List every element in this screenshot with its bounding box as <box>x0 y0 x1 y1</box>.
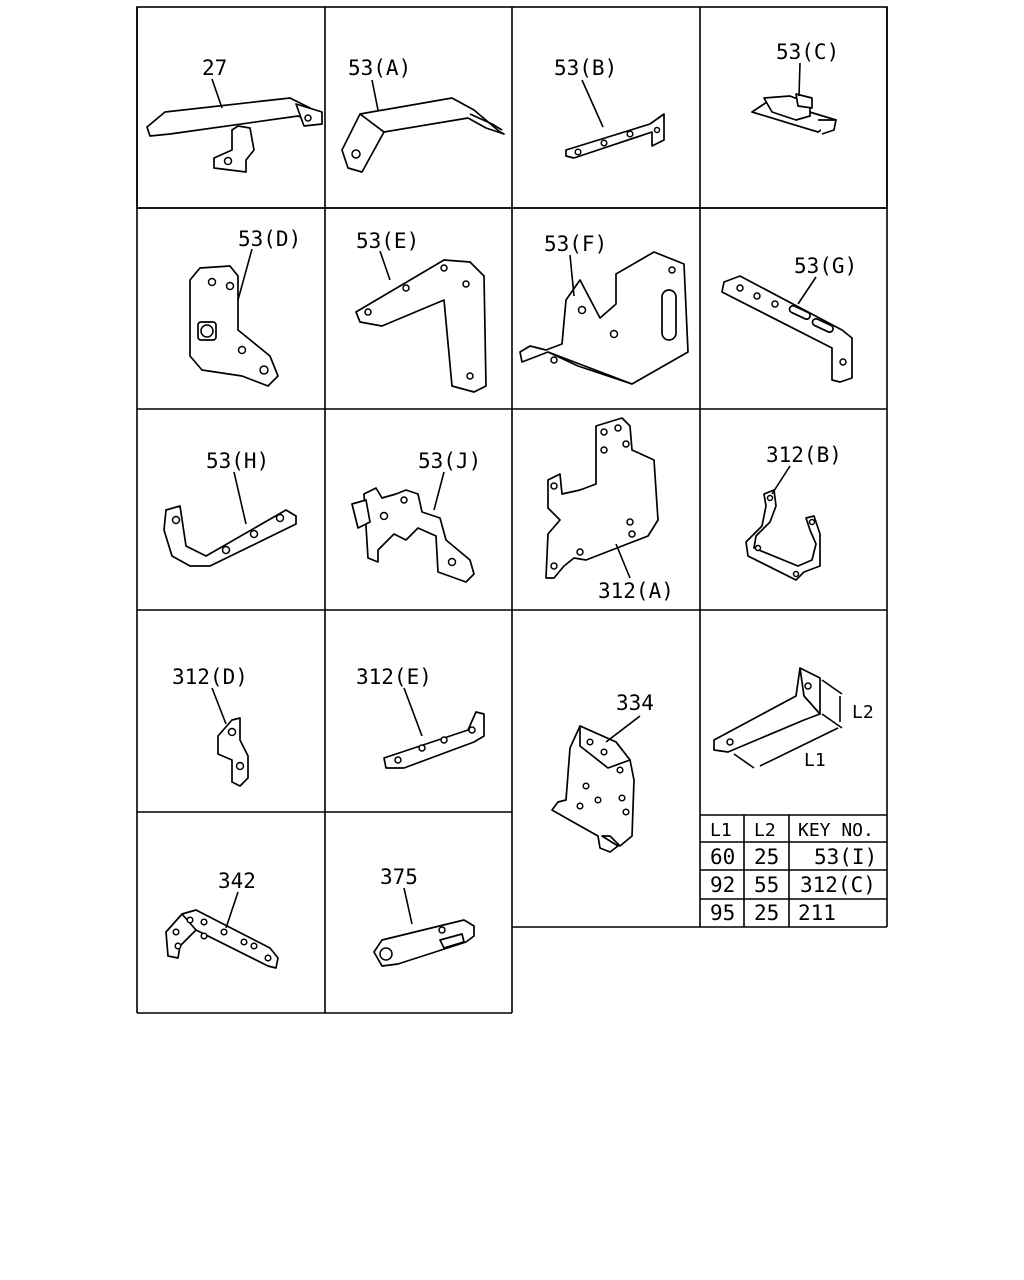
callout-312d: 312(D) <box>172 665 248 689</box>
part-53f: 53(F) <box>519 232 689 385</box>
part-334: 334 <box>551 691 654 853</box>
size-table: L1 L2 KEY NO. 60 25 53(I) 92 55 312(C) 9… <box>700 814 887 927</box>
callout-53j: 53(J) <box>418 449 481 473</box>
part-27: 27 <box>146 56 323 173</box>
size-table-cell: 60 <box>710 845 735 869</box>
size-table-cell: 92 <box>710 873 735 897</box>
part-312b: 312(B) <box>745 443 842 581</box>
part-53h: 53(H) <box>163 449 297 567</box>
size-table-cell: 55 <box>754 873 779 897</box>
dimension-l1: L1 <box>804 750 826 771</box>
size-table-cell: 95 <box>710 901 735 925</box>
size-table-cell: 53(I) <box>814 845 877 869</box>
callout-53c: 53(C) <box>776 40 839 64</box>
part-53c: 53(C) <box>751 40 839 135</box>
callout-312e: 312(E) <box>356 665 432 689</box>
part-53a: 53(A) <box>341 56 505 173</box>
callout-342: 342 <box>218 869 256 893</box>
callout-53f: 53(F) <box>544 232 607 256</box>
part-53d: 53(D) <box>189 227 301 387</box>
callout-53g: 53(G) <box>794 254 857 278</box>
callout-312a: 312(A) <box>598 579 674 603</box>
size-table-cell: 312(C) <box>800 873 876 897</box>
callout-53a: 53(A) <box>348 56 411 80</box>
size-table-header-l1: L1 <box>710 820 732 841</box>
part-dimensioned-bracket: L2 L1 <box>713 667 874 771</box>
part-342: 342 <box>165 869 279 969</box>
callout-312b: 312(B) <box>766 443 842 467</box>
callout-27: 27 <box>202 56 227 80</box>
grid-lines <box>136 6 888 1014</box>
callout-53b: 53(B) <box>554 56 617 80</box>
part-375: 375 <box>373 865 475 967</box>
callout-53h: 53(H) <box>206 449 269 473</box>
part-312e: 312(E) <box>356 665 485 769</box>
callout-334: 334 <box>616 691 654 715</box>
part-53b: 53(B) <box>554 56 665 159</box>
part-53e: 53(E) <box>355 229 487 393</box>
part-53g: 53(G) <box>721 254 857 383</box>
callout-53e: 53(E) <box>356 229 419 253</box>
part-53j: 53(J) <box>351 449 481 583</box>
size-table-header-l2: L2 <box>754 820 776 841</box>
part-312a: 312(A) <box>545 417 674 603</box>
dimension-l2: L2 <box>852 702 874 723</box>
callout-375: 375 <box>380 865 418 889</box>
callout-53d: 53(D) <box>238 227 301 251</box>
size-table-header-key-no: KEY NO. <box>798 820 874 841</box>
size-table-cell: 25 <box>754 845 779 869</box>
size-table-cell: 211 <box>798 901 836 925</box>
part-312d: 312(D) <box>172 665 249 787</box>
size-table-cell: 25 <box>754 901 779 925</box>
